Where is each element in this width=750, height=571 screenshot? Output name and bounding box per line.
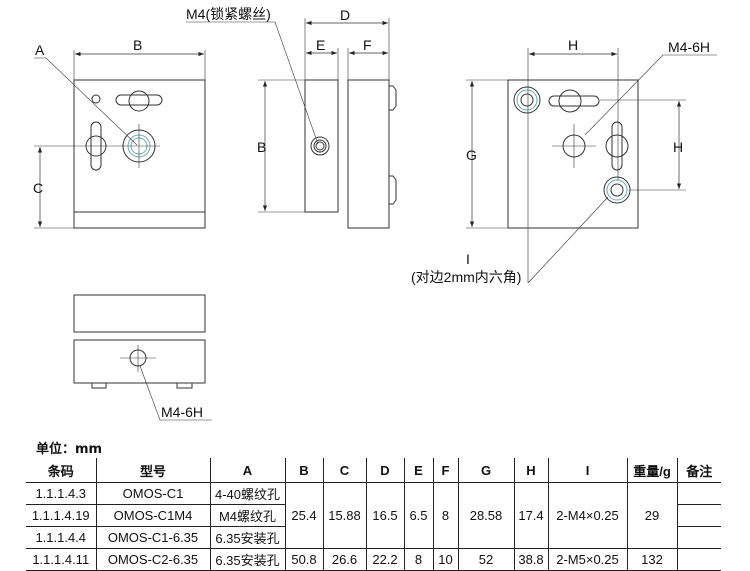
thread-callout: M4-6H xyxy=(668,39,710,55)
header-cell: 型号 xyxy=(95,458,210,483)
b-cell: 50.8 xyxy=(284,548,323,571)
model-cell: OMOS-C1-6.35 xyxy=(95,526,210,549)
dimension-d-label: D xyxy=(340,7,350,23)
model-cell: OMOS-C1M4 xyxy=(95,504,210,527)
header-cell: H xyxy=(513,458,548,483)
weight-cell: 29 xyxy=(626,482,677,549)
g-cell: 28.58 xyxy=(457,482,514,549)
a-cell: 6.35安装孔 xyxy=(209,548,285,571)
code-cell: 1.1.1.4.11 xyxy=(26,548,96,571)
table-row: 1.1.1.4.4 OMOS-C1-6.35 6.35安装孔 xyxy=(26,526,721,549)
front-view: B A C xyxy=(33,37,206,229)
header-cell: C xyxy=(322,458,366,483)
a-cell: M4螺纹孔 xyxy=(209,504,285,527)
header-cell: E xyxy=(403,458,433,483)
c-cell: 26.6 xyxy=(322,548,366,571)
header-cell: G xyxy=(457,458,514,483)
g-cell: 52 xyxy=(457,548,514,571)
header-cell: F xyxy=(432,458,458,483)
table-row: 1.1.1.4.11 OMOS-C2-6.35 6.35安装孔 50.8 26.… xyxy=(26,548,721,571)
note-cell xyxy=(676,504,721,527)
dimension-h-top-label: H xyxy=(568,37,578,53)
dimension-h-right-label: H xyxy=(673,139,683,155)
i-cell: 2-M4×0.25 xyxy=(547,482,627,549)
d-cell: 22.2 xyxy=(365,548,404,571)
technical-drawing: B A C D E F B M4(锁紧螺丝) xyxy=(33,6,717,421)
e-cell: 8 xyxy=(403,548,433,571)
code-cell: 1.1.1.4.19 xyxy=(26,504,96,527)
code-cell: 1.1.1.4.4 xyxy=(26,526,96,549)
side-view: D E F B M4(锁紧螺丝) xyxy=(186,6,397,229)
e-cell: 6.5 xyxy=(403,482,433,549)
dimension-i-label: I xyxy=(466,251,470,267)
dimension-b-label: B xyxy=(133,37,142,53)
spec-table: 条码 型号 A B C D E F G H I 重量/g 备注 1.1.1.4.… xyxy=(26,458,721,571)
header-cell: A xyxy=(209,458,285,483)
model-cell: OMOS-C2-6.35 xyxy=(95,548,210,571)
dimension-e-label: E xyxy=(316,37,325,53)
header-cell: 条码 xyxy=(47,463,74,479)
note-cell xyxy=(676,548,721,571)
code-cell: 1.1.1.4.3 xyxy=(26,482,96,505)
dimension-g-label: G xyxy=(466,147,477,163)
bottom-thread-callout: M4-6H xyxy=(161,404,203,420)
a-cell: 4-40螺纹孔 xyxy=(209,482,285,505)
h-cell: 17.4 xyxy=(513,482,548,549)
header-cell: I xyxy=(547,458,627,483)
hex-callout: (对边2mm内六角) xyxy=(411,269,521,285)
dimension-b-side-label: B xyxy=(257,139,266,155)
table-header: 条码 型号 A B C D E F G H I 重量/g 备注 xyxy=(26,458,721,483)
note-cell xyxy=(676,526,721,549)
header-cell: D xyxy=(365,458,404,483)
d-cell: 16.5 xyxy=(365,482,404,549)
header-cell: B xyxy=(284,458,323,483)
model-cell: OMOS-C1 xyxy=(95,482,210,505)
header-cell: 备注 xyxy=(676,458,721,483)
b-cell: 25.4 xyxy=(284,482,323,549)
weight-cell: 132 xyxy=(626,548,677,571)
f-cell: 10 xyxy=(432,548,458,571)
note-cell xyxy=(676,482,721,505)
h-cell: 38.8 xyxy=(513,548,548,571)
table-row: 1.1.1.4.19 OMOS-C1M4 M4螺纹孔 xyxy=(26,504,721,527)
c-cell: 15.88 xyxy=(322,482,366,549)
i-cell: 2-M5×0.25 xyxy=(547,548,627,571)
bottom-view: M4-6H xyxy=(73,294,212,421)
f-cell: 8 xyxy=(432,482,458,549)
unit-label: 单位：mm xyxy=(36,442,103,457)
screw-callout: M4(锁紧螺丝) xyxy=(186,6,271,22)
a-cell: 6.35安装孔 xyxy=(209,526,285,549)
header-cell: 重量/g xyxy=(626,458,677,483)
rear-view: H M4-6H G H I (对边2mm内六角) xyxy=(411,37,717,285)
dimension-f-label: F xyxy=(363,37,372,53)
dimension-a-label: A xyxy=(35,42,45,58)
table-row: 1.1.1.4.3 OMOS-C1 4-40螺纹孔 25.4 15.88 16.… xyxy=(26,482,721,549)
dimension-c-label: C xyxy=(33,180,43,196)
